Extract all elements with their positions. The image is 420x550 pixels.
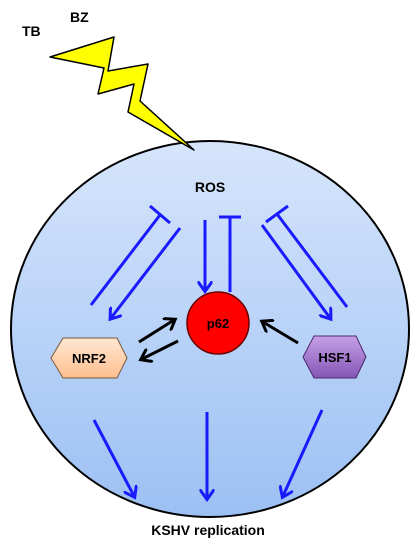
lightning-bolt-icon — [49, 36, 195, 151]
hsf1-inhibits-ros-tbar — [265, 204, 289, 224]
ros-label: ROS — [195, 179, 225, 195]
ros-nrf2-link — [89, 204, 182, 318]
hsf1-node: HSF1 — [302, 335, 367, 379]
bz-label: BZ — [70, 9, 89, 25]
nrf2-to-p62-arrow — [138, 320, 174, 344]
nrf2-inhibits-ros-tbar — [149, 204, 171, 225]
tb-label: TB — [22, 23, 41, 39]
nrf2-to-kshv-arrow — [92, 419, 134, 496]
p62-node: p62 — [186, 291, 250, 355]
p62-to-nrf2-arrow — [142, 339, 179, 359]
hsf1-to-kshv-arrow — [283, 409, 324, 496]
ros-to-hsf1-arrow — [260, 224, 330, 318]
hsf1-inhibits-ros-line — [275, 213, 349, 308]
p62-label: p62 — [207, 316, 229, 331]
ros-to-nrf2-arrow — [111, 227, 182, 318]
hsf1-label: HSF1 — [318, 350, 351, 365]
nrf2-label: NRF2 — [72, 351, 106, 366]
ros-hsf1-link — [260, 204, 349, 318]
ros-p62-link — [205, 215, 241, 292]
kshv-replication-label: KSHV replication — [151, 522, 265, 538]
hsf1-to-p62-arrow — [263, 322, 299, 345]
nrf2-inhibits-ros-line — [89, 214, 162, 306]
nrf2-node: NRF2 — [50, 337, 128, 379]
